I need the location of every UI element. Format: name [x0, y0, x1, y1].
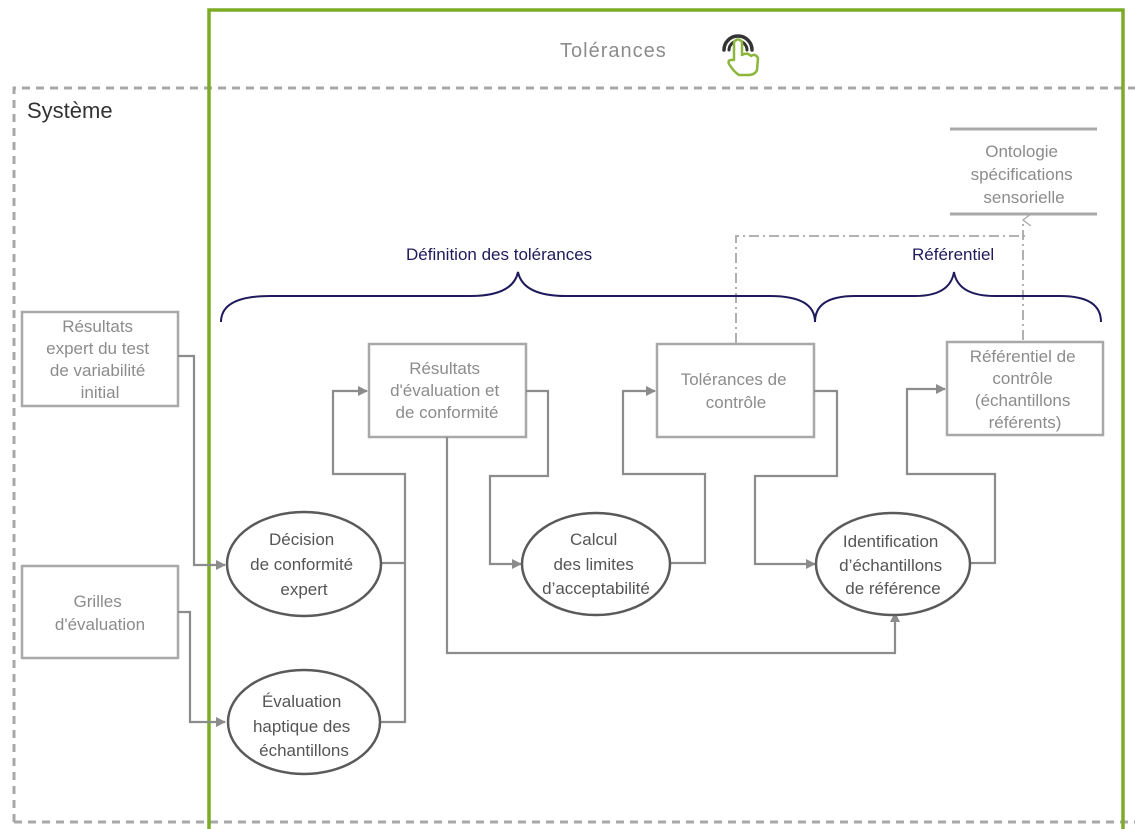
process-decision: Décision de conformité expert [225, 510, 383, 618]
arrow-resultats-to-calcul [488, 389, 550, 569]
box-tolerances-controle: Tolérances de contrôle [655, 342, 816, 439]
arrow-identification-to-referentiel [905, 384, 997, 565]
arrow-decision-to-resultats [331, 386, 407, 565]
box-grilles: Grilles d'évaluation [20, 564, 180, 660]
box-resultats-evaluation: Résultats d'évaluation et de conformité [367, 342, 528, 439]
tolerances-title: Tolérances [560, 40, 667, 62]
box-referentiel-controle: Référentiel de contrôle (échantillons ré… [945, 340, 1105, 437]
box-grilles-label: Grilles d'évaluation [55, 592, 145, 634]
datastore-ontologie: Ontologie spécifications sensorielle [950, 127, 1097, 216]
system-frame [12, 86, 1135, 824]
arrow-resultats-to-identification [445, 437, 900, 655]
arrow-tolerances-to-identification [753, 389, 839, 569]
datastore-ontologie-label: Ontologie spécifications sensorielle [971, 142, 1078, 207]
process-identification: Identification d’échantillons de référen… [814, 511, 972, 617]
arrow-resultats-expert-to-decision [178, 354, 226, 570]
process-identification-label: Identification d’échantillons de référen… [839, 532, 947, 598]
referentiel-label: Référentiel [912, 245, 994, 264]
box-referentiel-controle-label: Référentiel de contrôle (échantillons ré… [970, 347, 1081, 432]
box-resultats-evaluation-label: Résultats d'évaluation et de conformité [390, 359, 504, 422]
process-evaluation-label: Évaluation haptique des échantillons [253, 692, 355, 760]
box-resultats-expert: Résultats expert du test de variabilité … [20, 310, 180, 408]
box-resultats-expert-label: Résultats expert du test de variabilité … [46, 317, 154, 402]
box-tolerances-controle-label: Tolérances de contrôle [681, 370, 792, 412]
system-title: Système [27, 98, 113, 123]
process-calcul-label: Calcul des limites d’acceptabilité [542, 530, 650, 598]
process-calcul: Calcul des limites d’acceptabilité [520, 511, 672, 617]
definition-tolerances-label: Définition des tolérances [406, 245, 592, 264]
arrow-calcul-to-tolerances [621, 386, 707, 565]
touch-icon [722, 34, 760, 77]
connector-tolerances-ontologie [735, 235, 1028, 343]
process-decision-label: Décision de conformité expert [250, 530, 358, 599]
brace-referentiel [814, 271, 1102, 323]
arrow-grilles-to-evaluation [178, 610, 226, 727]
tolerances-frame [207, 8, 1125, 829]
brace-definition [220, 271, 816, 323]
process-evaluation: Évaluation haptique des échantillons [226, 668, 382, 776]
arrow-evaluation-to-resultats [379, 563, 407, 724]
